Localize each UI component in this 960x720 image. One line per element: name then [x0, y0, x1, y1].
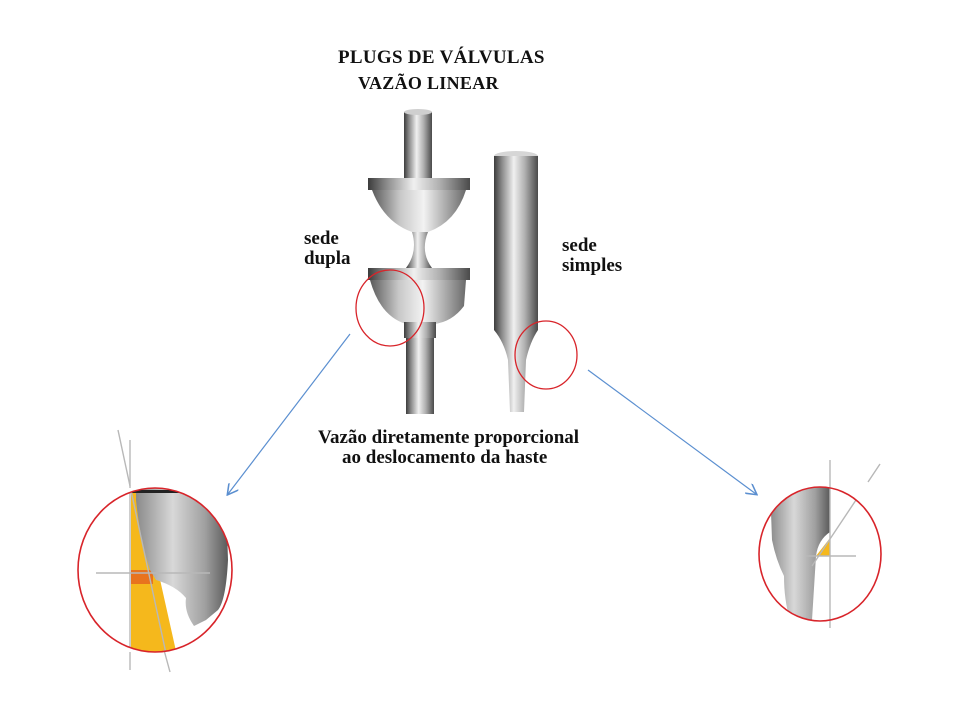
- highlight-circle-double-seat: [355, 269, 425, 347]
- caption-line-1: Vazão diretamente proporcional: [318, 427, 580, 448]
- title-line-1: PLUGS DE VÁLVULAS: [338, 47, 545, 68]
- arrow-to-left-zoom: [228, 333, 351, 494]
- zoom-detail-single-seat: [758, 460, 882, 628]
- caption-line-2: ao deslocamento da haste: [342, 446, 548, 468]
- double-seat-plug: [368, 109, 470, 414]
- title-line-2: VAZÃO LINEAR: [358, 73, 499, 93]
- label-double-seat: sede dupla: [304, 228, 351, 269]
- caption: Vazão diretamente proporcional ao desloc…: [318, 428, 579, 468]
- highlight-circle-single-seat: [514, 320, 578, 390]
- zoom-detail-double-seat: [77, 429, 233, 673]
- single-seat-plug: [494, 151, 538, 412]
- arrow-to-right-zoom: [587, 369, 756, 494]
- label-single-seat: sede simples: [562, 235, 623, 276]
